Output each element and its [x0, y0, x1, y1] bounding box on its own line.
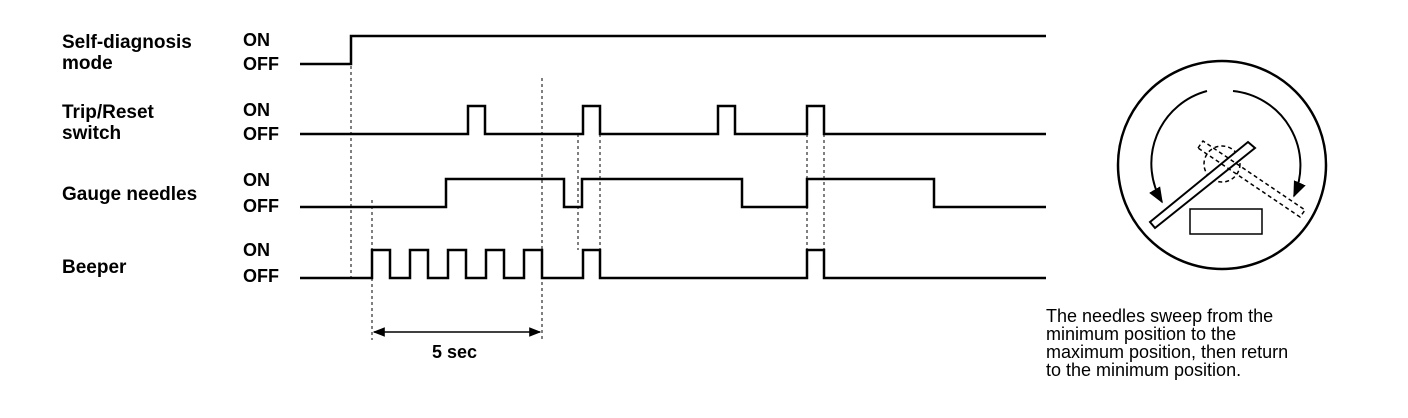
alignment-guides [350, 66, 825, 340]
gauge-illustration [1116, 59, 1328, 271]
state-on-label: ON [243, 170, 270, 190]
signal-label-trip-reset: Trip/Reset switch [62, 102, 154, 144]
state-off-label: OFF [243, 124, 279, 144]
signal-name-line2: switch [62, 123, 122, 144]
gauge-caption: The needles sweep from the minimum posit… [1046, 307, 1386, 379]
duration-label: 5 sec [432, 342, 477, 362]
signal-name: Beeper [62, 257, 127, 278]
signal-label-self-diagnosis: Self-diagnosis mode [62, 32, 192, 74]
gauge-outer-ring [1116, 59, 1328, 271]
waveform-gauge-needles [300, 177, 1046, 209]
state-on-label: ON [243, 30, 270, 50]
caption-line: minimum position to the [1046, 324, 1237, 344]
gauge-display-window [1189, 208, 1263, 235]
state-off-label: OFF [243, 54, 279, 74]
signal-label-beeper: Beeper [62, 257, 126, 278]
caption-line: The needles sweep from the [1046, 306, 1274, 326]
state-on-label: ON [243, 240, 270, 260]
waveform-self-diagnosis [300, 34, 1046, 66]
caption-line: to the minimum position. [1046, 360, 1242, 380]
needle-min-position [1148, 140, 1257, 230]
waveform-beeper [300, 248, 1046, 280]
caption-line: maximum position, then return [1046, 342, 1289, 362]
state-off-label: OFF [243, 196, 279, 216]
signal-label-gauge-needles: Gauge needles [62, 184, 197, 205]
needle-hub [1203, 145, 1241, 183]
state-off-label: OFF [243, 266, 279, 286]
signal-name: Gauge needles [62, 184, 198, 205]
signal-name: Trip/Reset [62, 102, 154, 123]
signal-name: Self-diagnosis [62, 32, 192, 53]
waveform-trip-reset [300, 104, 1046, 136]
sweep-arc-left [1149, 90, 1208, 204]
sweep-arc-right [1232, 90, 1306, 198]
state-on-label: ON [243, 100, 270, 120]
signal-name-line2: mode [62, 53, 113, 74]
